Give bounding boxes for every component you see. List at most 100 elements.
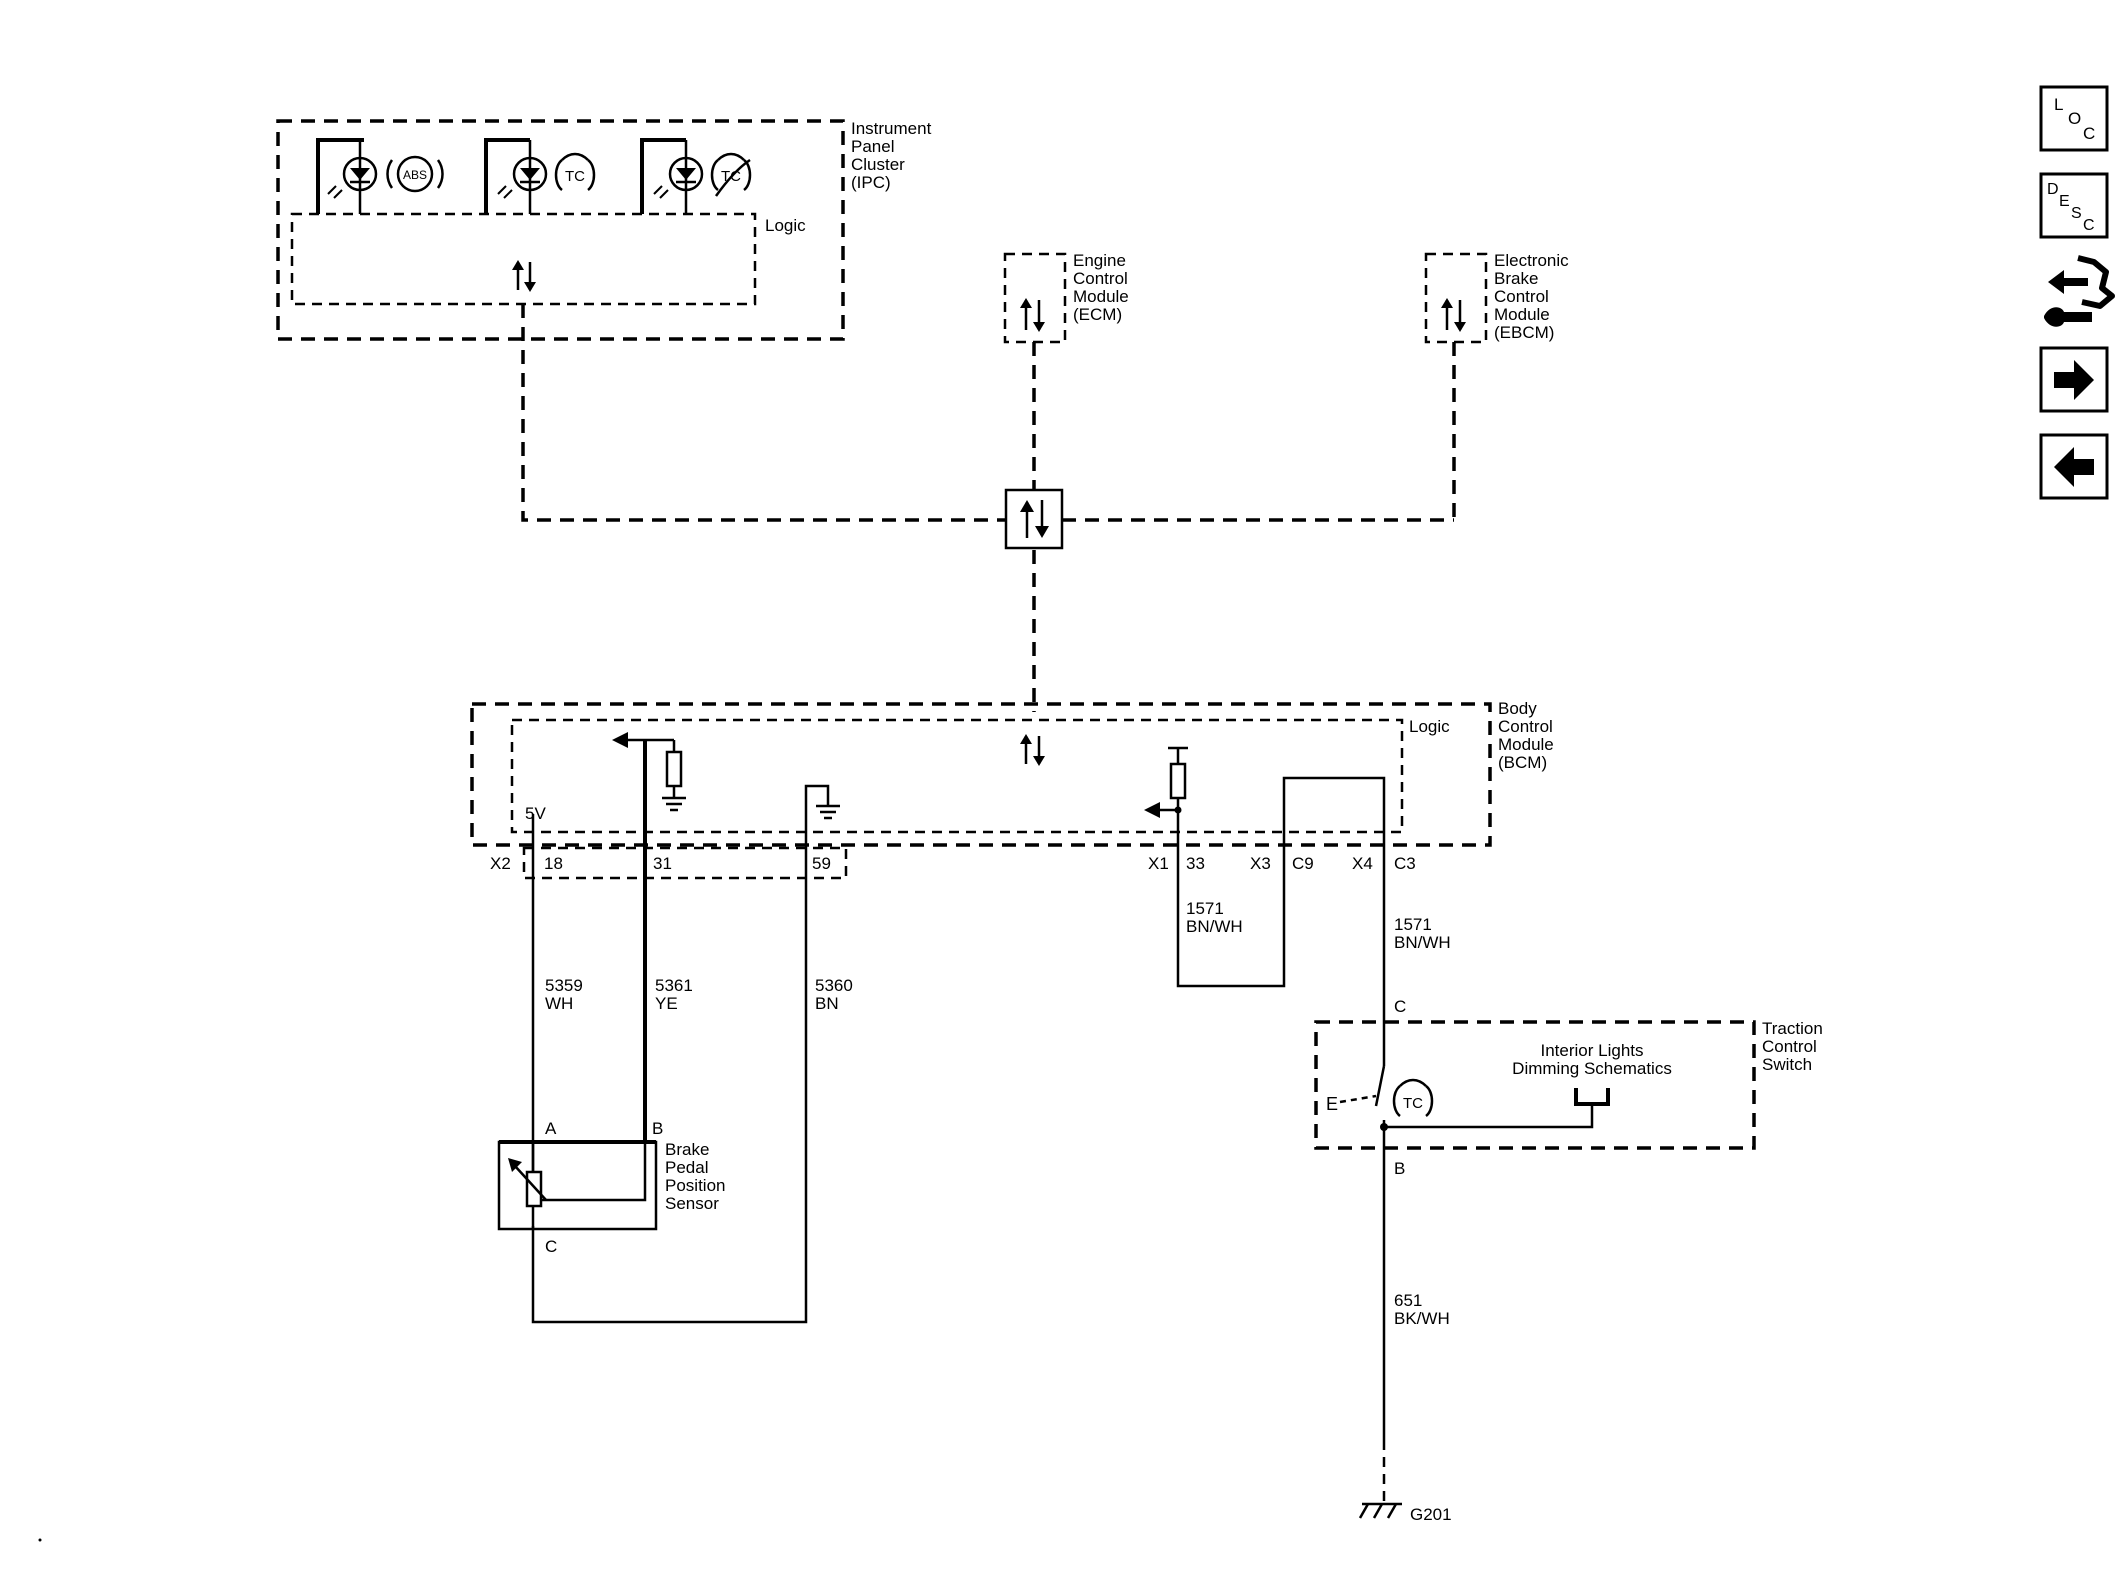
wire-651-circuit: 651 <box>1394 1291 1422 1310</box>
switch-ref-line1: Interior Lights <box>1541 1041 1644 1060</box>
previous-page-button[interactable] <box>2039 433 2109 500</box>
circuit-651: 651 BK/WH <box>1382 1148 1450 1504</box>
connector-x1-label: X1 <box>1148 854 1169 873</box>
switch-title-line2: Control <box>1762 1037 1817 1056</box>
wire-1571b-color: BN/WH <box>1394 933 1451 952</box>
ecm-title-line4: (ECM) <box>1073 305 1122 324</box>
arrow-left-icon <box>2054 447 2094 487</box>
ipc-title-line2: Panel <box>851 137 894 156</box>
connector-x3-pin-c9: C9 <box>1292 854 1314 873</box>
traction-control-button-icon: TC <box>1392 1078 1434 1117</box>
bcm-title-line4: (BCM) <box>1498 753 1547 772</box>
potentiometer-icon <box>508 1142 647 1229</box>
connector-x2-label: X2 <box>490 854 511 873</box>
ground-icon <box>804 784 840 870</box>
connector-x1-pin-33: 33 <box>1186 854 1205 873</box>
bcm-voltage-label: 5V <box>525 804 546 823</box>
switch-tc-text: TC <box>1403 1095 1423 1112</box>
bcm-title-line2: Control <box>1498 717 1553 736</box>
description-button[interactable]: D E S C <box>2039 172 2109 239</box>
data-arrows-icon <box>512 260 536 292</box>
switch-title-line1: Traction <box>1762 1019 1823 1038</box>
pull-up-resistor-icon <box>1144 746 1188 868</box>
connector-wrench-icon <box>2044 255 2115 327</box>
connector-x3-label: X3 <box>1250 854 1271 873</box>
ebcm-title-line1: Electronic <box>1494 251 1569 270</box>
connector-x4-pin-c3: C3 <box>1394 854 1416 873</box>
abs-indicator-icon: ABS <box>316 138 444 214</box>
switch-pin-b: B <box>1394 1159 1405 1178</box>
location-button[interactable]: L O C <box>2039 85 2109 152</box>
wire-1571a-color: BN/WH <box>1186 917 1243 936</box>
bcm-title-line3: Module <box>1498 735 1554 754</box>
ebcm-title-line3: Control <box>1494 287 1549 306</box>
ipc-title-line1: Instrument <box>851 119 932 138</box>
chassis-ground-icon <box>1358 1502 1402 1519</box>
description-button-d: D <box>2047 181 2059 198</box>
wire-5359-color: WH <box>545 994 573 1013</box>
ecm-title-line1: Engine <box>1073 251 1126 270</box>
sensor-pin-b: B <box>652 1119 663 1138</box>
sensor-title-line4: Sensor <box>665 1194 719 1213</box>
connector-x2-pin-18: 18 <box>544 854 563 873</box>
diagnostic-tool-button[interactable] <box>2044 255 2115 327</box>
switch-actuator-icon: E <box>1326 1094 1377 1114</box>
bcm-module: Logic Body Control Module (BCM) 5V <box>470 699 1554 870</box>
switch-pin-c: C <box>1394 997 1406 1016</box>
bcm-logic-label: Logic <box>1409 717 1450 736</box>
data-splice-icon <box>1004 488 1064 550</box>
ground-g201-label: G201 <box>1410 1505 1452 1524</box>
brake-pedal-position-sensor: A B C Brake Pedal Position Sensor <box>497 1119 725 1256</box>
ground-g201: G201 <box>1358 1502 1452 1524</box>
wire-1571b-circuit: 1571 <box>1394 915 1432 934</box>
arrow-right-icon <box>2054 360 2094 400</box>
connector-x2: X2 18 31 59 <box>490 846 848 880</box>
pull-down-resistor-icon <box>612 732 686 812</box>
wire-1571a-circuit: 1571 <box>1186 899 1224 918</box>
ecm-title-line2: Control <box>1073 269 1128 288</box>
switch-actuator-label: E <box>1326 1094 1338 1114</box>
ipc-module: Logic Instrument Panel Cluster (IPC) ABS <box>276 119 932 341</box>
description-button-c: C <box>2083 217 2095 234</box>
traction-control-switch: Traction Control Switch C B E TC Interio… <box>1314 997 1823 1178</box>
ebcm-title-line2: Brake <box>1494 269 1538 288</box>
switch-ref-line2: Dimming Schematics <box>1512 1059 1672 1078</box>
ebcm-module: Electronic Brake Control Module (EBCM) <box>1424 251 1569 344</box>
circuit-1571-switch: 1571 BN/WH <box>1382 868 1451 1026</box>
ipc-title-line4: (IPC) <box>851 173 891 192</box>
sensor-pin-c: C <box>545 1237 557 1256</box>
sensor-title-line3: Position <box>665 1176 725 1195</box>
wire-5360-circuit: 5360 <box>815 976 853 995</box>
connector-x2-pin-59: 59 <box>812 854 831 873</box>
sensor-circuits: 5359 WH 5361 YE 5360 BN <box>531 740 853 1324</box>
ipc-logic-label: Logic <box>765 216 806 235</box>
circuit-1571-loop: 1571 BN/WH <box>1176 868 1286 988</box>
location-button-o: O <box>2068 109 2081 128</box>
tc-indicator-text: TC <box>565 168 585 185</box>
serial-data-bus <box>521 304 1456 712</box>
ebcm-title-line4: Module <box>1494 305 1550 324</box>
wire-5360-color: BN <box>815 994 839 1013</box>
traction-control-off-indicator-icon: TC <box>640 138 752 214</box>
ebcm-title-line5: (EBCM) <box>1494 323 1554 342</box>
ecm-title-line3: Module <box>1073 287 1129 306</box>
location-button-l: L <box>2054 95 2063 114</box>
wire-5359-circuit: 5359 <box>545 976 583 995</box>
description-button-e: E <box>2059 193 2070 210</box>
wire-651-color: BK/WH <box>1394 1309 1450 1328</box>
data-arrows-icon <box>1441 298 1466 332</box>
next-page-button[interactable] <box>2039 346 2109 413</box>
wire-5361-circuit: 5361 <box>655 976 693 995</box>
traction-control-indicator-icon: TC <box>484 138 596 214</box>
abs-indicator-text: ABS <box>403 168 427 182</box>
sensor-pin-a: A <box>545 1119 557 1138</box>
wire-5361-color: YE <box>655 994 678 1013</box>
bcm-title-line1: Body <box>1498 699 1537 718</box>
sensor-title-line2: Pedal <box>665 1158 708 1177</box>
description-button-s: S <box>2071 205 2082 222</box>
data-arrows-icon <box>1020 734 1045 766</box>
interior-lights-reference: Interior Lights Dimming Schematics <box>1384 1041 1672 1129</box>
switch-title-line3: Switch <box>1762 1055 1812 1074</box>
location-button-c: C <box>2083 124 2095 143</box>
